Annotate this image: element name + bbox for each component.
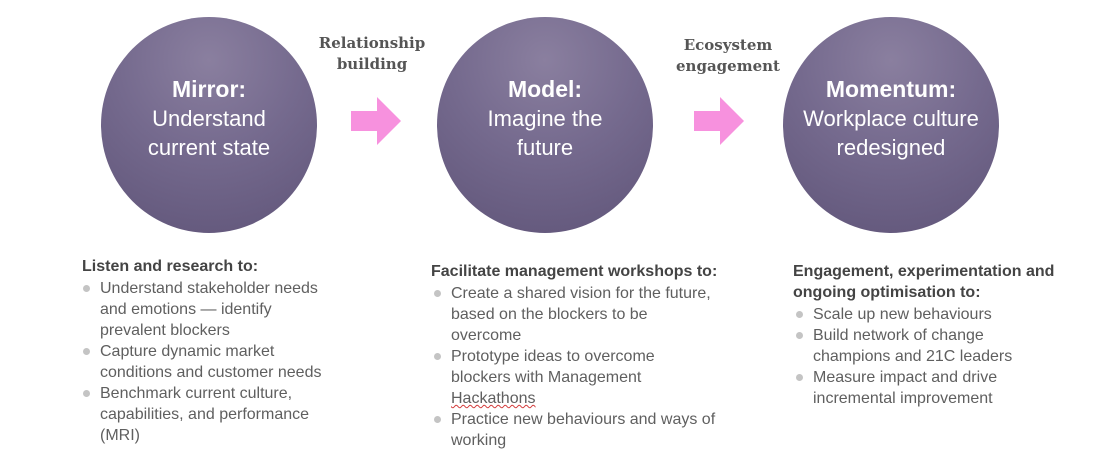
list-item-text: Understand stakeholder needs and emotion… bbox=[100, 280, 318, 339]
detail-heading: Facilitate management workshops to: bbox=[431, 263, 718, 280]
detail-block-momentum: Engagement, experimentation and ongoing … bbox=[793, 261, 1103, 409]
detail-heading: Engagement, experimentation and ongoing … bbox=[793, 263, 1055, 301]
detail-list: Understand stakeholder needs and emotion… bbox=[80, 278, 380, 446]
detail-list: Scale up new behaviours Build network of… bbox=[793, 304, 1103, 409]
list-item: Build network of change champions and 21… bbox=[793, 325, 1103, 367]
bullet-icon bbox=[83, 348, 90, 355]
list-item-text: Capture dynamic market conditions and cu… bbox=[100, 343, 322, 381]
bullet-icon bbox=[796, 311, 803, 318]
stage-subtitle: Workplace culture redesigned bbox=[803, 105, 979, 160]
list-item-text: Prototype ideas to overcome blockers wit… bbox=[451, 348, 655, 407]
list-item: Prototype ideas to overcome blockers wit… bbox=[431, 346, 776, 409]
list-item: Scale up new behaviours bbox=[793, 304, 1103, 325]
bullet-icon bbox=[434, 353, 441, 360]
list-item: Understand stakeholder needs and emotion… bbox=[80, 278, 380, 341]
stage-title: Mirror: bbox=[171, 75, 247, 102]
connector-label-ecosystem-engagement: Ecosystem engagement bbox=[676, 36, 780, 75]
detail-block-mirror: Listen and research to: Understand stake… bbox=[80, 256, 380, 446]
list-item-text: Measure impact and drive incremental imp… bbox=[813, 369, 998, 407]
list-item: Create a shared vision for the future, b… bbox=[431, 283, 776, 346]
bullet-icon bbox=[796, 332, 803, 339]
stage-circle-momentum: Momentum: Workplace culture redesigned bbox=[783, 17, 999, 233]
bullet-icon bbox=[796, 374, 803, 381]
list-item-text: Benchmark current culture, capabilities,… bbox=[100, 385, 310, 444]
connector-label-relationship-building: Relationship building bbox=[318, 34, 426, 73]
stage-circle-model: Model: Imagine the future bbox=[437, 17, 653, 233]
bullet-icon bbox=[434, 290, 441, 297]
detail-block-model: Facilitate management workshops to: Crea… bbox=[431, 261, 776, 451]
list-item: Capture dynamic market conditions and cu… bbox=[80, 341, 380, 383]
arrow-right-icon bbox=[694, 97, 744, 145]
arrow-right-icon bbox=[351, 97, 401, 145]
list-item: Measure impact and drive incremental imp… bbox=[793, 367, 1103, 409]
bullet-icon bbox=[83, 390, 90, 397]
bullet-icon bbox=[83, 285, 90, 292]
spellcheck-underline: Hackathons bbox=[451, 390, 536, 407]
list-item-text: Practice new behaviours and ways of work… bbox=[451, 411, 716, 449]
list-item: Benchmark current culture, capabilities,… bbox=[80, 383, 380, 446]
stage-circle-mirror: Mirror: Understand current state bbox=[101, 17, 317, 233]
list-item-text: Build network of change champions and 21… bbox=[813, 327, 1013, 365]
stage-subtitle: Imagine the future bbox=[487, 105, 603, 160]
detail-heading: Listen and research to: bbox=[82, 258, 259, 275]
stage-subtitle: Understand current state bbox=[147, 105, 271, 160]
bullet-icon bbox=[434, 416, 441, 423]
list-item-text: Create a shared vision for the future, b… bbox=[451, 285, 711, 344]
stage-title: Momentum: bbox=[825, 75, 957, 102]
list-item: Practice new behaviours and ways of work… bbox=[431, 409, 776, 451]
detail-list: Create a shared vision for the future, b… bbox=[431, 283, 776, 451]
list-item-text: Scale up new behaviours bbox=[813, 306, 992, 323]
stage-title: Model: bbox=[507, 75, 583, 102]
